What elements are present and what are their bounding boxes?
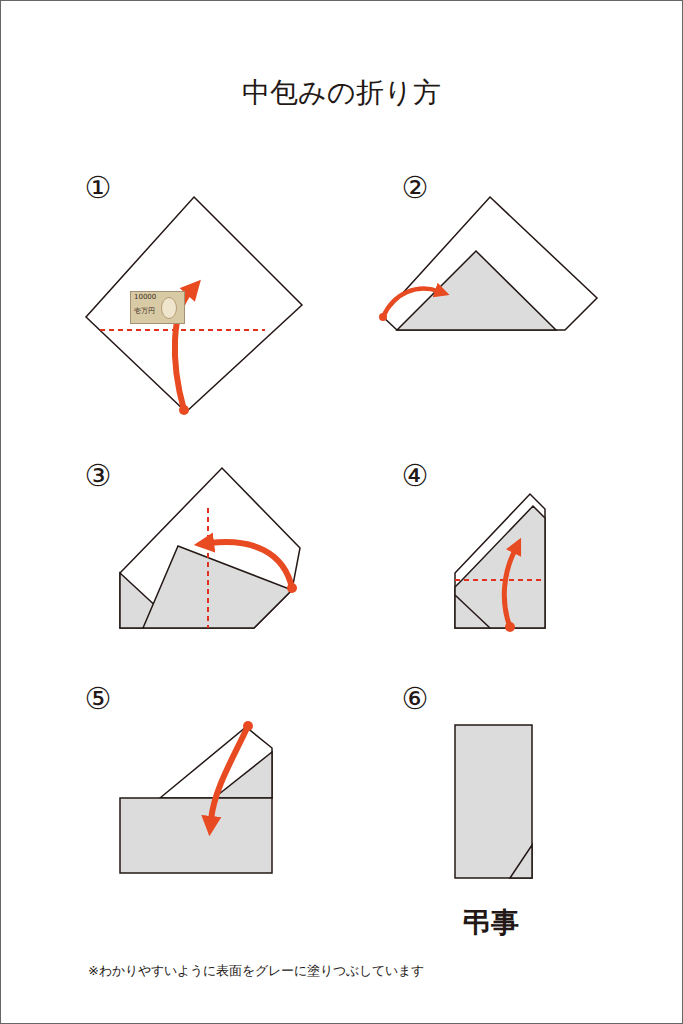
finished-packet [455, 725, 532, 878]
denomination-kanji: 壱万円 [134, 308, 181, 316]
fold-line [455, 579, 545, 581]
banknote: 10000 壱万円 [130, 291, 185, 324]
fold-line [100, 329, 265, 331]
diagram-title: 中包みの折り方 [242, 78, 441, 109]
occasion-label: 弔事 [463, 908, 519, 939]
step-number: ⑤ [85, 682, 112, 715]
fold-edge [455, 595, 490, 628]
folded-flap [455, 506, 545, 628]
step-number: ① [85, 171, 112, 204]
paper-sheet [86, 197, 302, 412]
denomination: 10000 [134, 294, 181, 302]
folded-flap [143, 546, 292, 628]
portrait-oval [160, 296, 178, 320]
start-dot [287, 583, 297, 593]
fold-arrow [383, 289, 438, 317]
fold-arrow [210, 542, 292, 588]
paper-sheet [120, 468, 300, 628]
fold-arrow [504, 550, 515, 627]
start-dot [243, 721, 253, 731]
step-number: ⑥ [402, 682, 429, 715]
corner-flap [510, 845, 532, 878]
start-dot [505, 622, 515, 632]
step-number: ③ [85, 459, 112, 492]
fold-arrow [211, 726, 248, 820]
portrait-oval [162, 298, 177, 319]
step-number: ④ [402, 459, 429, 492]
paper-sheet [382, 197, 597, 330]
paper-sheet [160, 727, 272, 798]
start-dot [379, 313, 387, 321]
paper-sheet [455, 494, 545, 628]
start-dot [179, 405, 189, 415]
step-number: ② [402, 171, 429, 204]
footnote: ※わかりやすいように表面をグレーに塗りつぶしています [88, 964, 424, 978]
folded-packet [120, 798, 272, 873]
fold-line [207, 508, 209, 628]
